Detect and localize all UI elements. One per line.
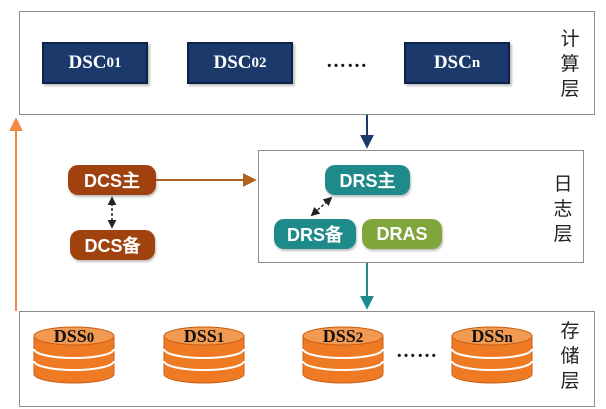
dras: DRAS — [362, 219, 442, 249]
dss-node-0: DSS0 — [33, 326, 115, 384]
storage-layer-label: 存 储 层 — [560, 320, 580, 392]
dss-node-n: DSSn — [451, 326, 533, 384]
dss-0-sub: 0 — [87, 330, 95, 346]
dss-2-label: DSS — [323, 326, 356, 346]
svg-text:DSS2: DSS2 — [323, 326, 364, 346]
drs-sync-link — [310, 196, 333, 217]
dss-node-1: DSS1 — [163, 326, 245, 384]
drs-backup: DRS备 — [274, 219, 356, 249]
svg-text:DSSn: DSSn — [471, 326, 513, 346]
dss-1-sub: 1 — [217, 330, 225, 346]
dss-1-label: DSS — [184, 326, 217, 346]
dss-n-label: DSS — [471, 326, 504, 346]
compute-layer-label: 计 算 层 — [560, 28, 580, 100]
dcs-backup: DCS备 — [70, 230, 155, 260]
dcs-primary: DCS主 — [68, 165, 156, 195]
dss-node-2: DSS2 — [302, 326, 384, 384]
svg-text:DSS1: DSS1 — [184, 326, 225, 346]
dss-2-sub: 2 — [356, 330, 364, 346]
dss-0-label: DSS — [54, 326, 87, 346]
drs-primary: DRS主 — [325, 165, 410, 195]
svg-text:DSS0: DSS0 — [54, 326, 95, 346]
log-layer-label: 日 志 层 — [553, 173, 573, 245]
dss-n-sub: n — [504, 330, 513, 346]
compute-ellipsis: …… — [326, 50, 368, 72]
storage-ellipsis: …… — [396, 340, 438, 362]
